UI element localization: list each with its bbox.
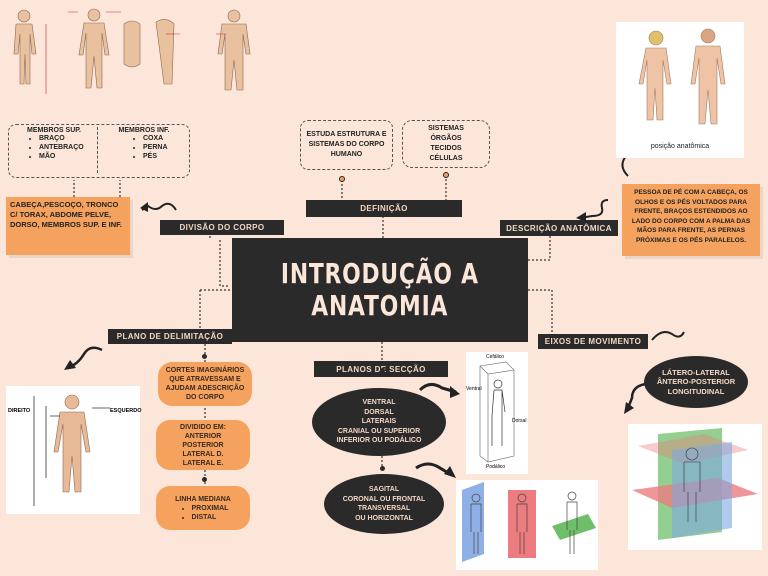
section-item: LATERAIS	[361, 418, 397, 426]
curly-arrow-icon	[576, 199, 609, 222]
label-esquerdo: ESQUERDO	[110, 408, 142, 414]
label-plano-delimitacao: PLANO DE DELIMITAÇÃO	[108, 329, 232, 344]
members-sup-item: ANTEBRAÇO	[39, 143, 97, 152]
members-sup-item: MÃO	[39, 152, 97, 161]
systems-item: CÉLULAS	[429, 155, 463, 162]
members-inf-item: COXA	[143, 134, 187, 143]
systems-item: TECIDOS	[430, 145, 462, 152]
label-divisao: DIVISÃO DO CORPO	[160, 220, 284, 235]
members-inf-item: PERNA	[143, 143, 187, 152]
delimitation-pill-3: LINHA MEDIANA PROXIMAL DISTAL	[156, 486, 250, 530]
description-text: PESSOA DE PÉ COM A CABEÇA, OS OLHOS E OS…	[631, 189, 751, 244]
body-regions-illustration	[6, 4, 252, 110]
section-item: INFERIOR OU PODÁLICO	[336, 437, 422, 445]
members-sup-item: BRAÇO	[39, 134, 97, 143]
members-inf-title: MEMBROS INF.	[118, 127, 170, 134]
division-text-box: CABEÇA,PESCOÇO, TRONCO C/ TORAX, ABDOME …	[6, 197, 130, 255]
delimitation-text-1: CORTES IMAGINÁRIOS QUE ATRAVESSAM E AJUD…	[165, 367, 245, 401]
label-definicao: DEFINIÇÃO	[306, 200, 462, 217]
curly-arrow-icon	[64, 346, 103, 370]
section-item: DORSAL	[364, 408, 394, 416]
label-descricao: DESCRIÇÃO ANATÔMICA	[500, 220, 618, 236]
connector-dot	[443, 172, 449, 178]
axis-item: LÁTERO-LATERAL	[662, 367, 730, 377]
delimitation-item: POSTERIOR	[182, 441, 224, 449]
label-podalico: Podálico	[486, 464, 506, 470]
systems-box: SISTEMAS ÓRGÃOS TECIDOS CÉLULAS	[402, 120, 490, 168]
curly-arrow-icon	[624, 382, 647, 414]
section-planes-figure	[456, 480, 598, 570]
delimitation-pill-1: CORTES IMAGINÁRIOS QUE ATRAVESSAM E AJUD…	[158, 362, 252, 406]
section-item: VENTRAL	[362, 399, 396, 407]
connector-dot	[380, 466, 385, 471]
connector-dot	[202, 477, 207, 482]
section-item: CRANIAL OU SUPERIOR	[337, 427, 421, 435]
delimitation-item: ANTERIOR	[184, 432, 222, 440]
anatomic-position-caption: posição anatômica	[650, 143, 710, 150]
central-title-line2: ANATOMIA	[311, 289, 449, 322]
curly-arrow-icon	[140, 202, 177, 212]
central-title-line1: INTRODUÇÃO A	[281, 257, 479, 290]
connector-dot	[339, 176, 345, 182]
systems-item: SISTEMAS	[428, 125, 464, 132]
section-item: SAGITAL	[368, 486, 400, 493]
definition-box: ESTUDA ESTRUTURA E SISTEMAS DO CORPO HUM…	[300, 120, 393, 170]
label-cefalico: Cefálico	[486, 354, 505, 360]
members-sup: MEMBROS SUP. BRAÇO ANTEBRAÇO MÃO	[11, 127, 98, 173]
delimitation-median-title: LINHA MEDIANA	[175, 495, 231, 503]
section-ellipse-2: SAGITAL CORONAL OU FRONTAL TRANSVERSAL O…	[324, 474, 444, 534]
axes-ellipse: LÁTERO-LATERAL ÂNTERO-POSTERIOR LONGITUD…	[644, 356, 748, 408]
section-item: TRANSVERSAL	[357, 505, 411, 512]
delimitation-item: DIVIDIDO EM:	[180, 423, 226, 431]
delimitation-pill-2: DIVIDIDO EM: ANTERIOR POSTERIOR LATERAL …	[156, 420, 250, 470]
connector-dot	[380, 368, 385, 373]
delimitation-median-item: PROXIMAL	[192, 504, 229, 513]
systems-item: ÓRGÃOS	[430, 135, 462, 142]
delimitation-item: LATERAL D.	[182, 450, 224, 458]
members-box: MEMBROS SUP. BRAÇO ANTEBRAÇO MÃO MEMBROS…	[8, 124, 190, 178]
curly-arrow-icon	[418, 383, 460, 398]
axes-planes-figure	[628, 424, 762, 550]
delimitation-median-item: DISTAL	[192, 513, 229, 522]
label-eixos: EIXOS DE MOVIMENTO	[538, 334, 648, 349]
label-dorsal: Dorsal	[512, 418, 527, 424]
section-ellipse-1: VENTRAL DORSAL LATERAIS CRANIAL OU SUPER…	[312, 388, 446, 456]
definition-text: ESTUDA ESTRUTURA E SISTEMAS DO CORPO HUM…	[306, 131, 387, 158]
delimitation-item: LATERAL E.	[182, 459, 224, 467]
label-ventral: Ventral	[466, 386, 482, 392]
curly-arrow-icon	[651, 331, 685, 341]
central-title-box: INTRODUÇÃO A ANATOMIA	[232, 238, 528, 342]
curly-arrow-icon	[415, 462, 456, 478]
axis-item: ÂNTERO-POSTERIOR	[656, 377, 736, 387]
members-sup-title: MEMBROS SUP.	[27, 127, 81, 134]
section-item: OU HORIZONTAL	[355, 514, 413, 522]
members-inf-item: PÉS	[143, 152, 187, 161]
label-direito: DIREITO	[8, 408, 31, 414]
section-box-figure: Cefálico Podálico Ventral Dorsal	[466, 352, 528, 474]
members-inf: MEMBROS INF. COXA PERNA PÉS	[101, 127, 187, 161]
section-item: CORONAL OU FRONTAL	[342, 495, 426, 503]
description-text-box: PESSOA DE PÉ COM A CABEÇA, OS OLHOS E OS…	[622, 184, 760, 256]
anatomic-position-image: posição anatômica	[616, 22, 744, 158]
delimitation-figure: DIREITO ESQUERDO	[6, 386, 142, 514]
axis-item: LONGITUDINAL	[667, 386, 725, 396]
division-text: CABEÇA,PESCOÇO, TRONCO C/ TORAX, ABDOME …	[10, 200, 122, 229]
connector-dot	[202, 354, 207, 359]
